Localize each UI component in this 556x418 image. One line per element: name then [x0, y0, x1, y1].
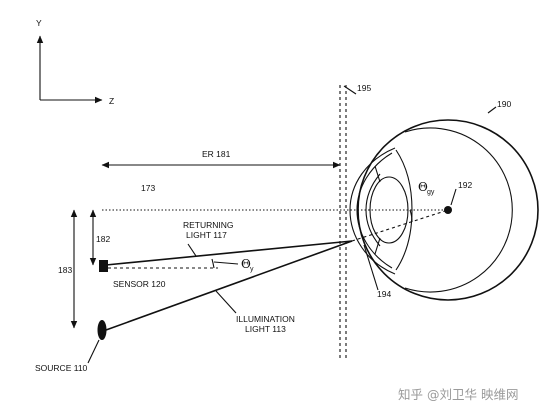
source-label: SOURCE 110 — [35, 363, 88, 373]
theta-y-sub: y — [250, 266, 254, 273]
center-label: 192 — [458, 180, 472, 190]
sensor-block — [99, 260, 108, 272]
illumination-leader — [215, 290, 237, 314]
z-axis-label: Z — [109, 96, 114, 106]
cornea-label: 194 — [377, 289, 391, 299]
theta-y-leader — [213, 261, 239, 265]
center-leader — [450, 188, 457, 206]
eye-center-dot — [444, 206, 452, 214]
theta-gy-sub: gy — [427, 189, 435, 196]
illumination-label-line2: LIGHT 113 — [245, 324, 286, 334]
line-173-label: 173 — [141, 183, 155, 193]
eye-relief-dimension: ER 181 — [101, 149, 341, 169]
theta-y-arc — [211, 258, 215, 269]
illumination-light: ILLUMINATION LIGHT 113 SOURCE 110 — [35, 240, 353, 373]
illumination-label-line1: ILLUMINATION — [236, 314, 295, 324]
light-source — [97, 320, 107, 340]
iris — [374, 165, 381, 255]
dim-183-label: 183 — [58, 265, 72, 275]
sensor-label: SENSOR 120 — [113, 279, 166, 289]
illumination-ray — [105, 240, 353, 331]
eyeball-inner-wall — [404, 127, 513, 293]
vertical-dimensions: 182 183 — [58, 209, 110, 329]
returning-label-line2: LIGHT 117 — [186, 230, 227, 240]
er-label: ER 181 — [202, 149, 231, 159]
watermark: 知乎 @刘卫华 映维网 — [398, 387, 518, 402]
eye-label: 190 — [497, 99, 511, 109]
gaze-dashed-line — [351, 209, 449, 242]
gaze-angle: Θ gy — [351, 180, 449, 242]
theta-y-symbol: Θ — [241, 257, 251, 271]
y-axis-label: Y — [36, 18, 42, 28]
plane-leader — [343, 85, 357, 95]
theta-gy-symbol: Θ — [418, 180, 428, 194]
eye: 190 192 194 — [349, 99, 539, 301]
dim-182-label: 182 — [96, 234, 110, 244]
returning-label-line1: RETURNING — [183, 220, 234, 230]
coordinate-axes: Y Z — [36, 18, 114, 106]
optical-axis-line: 173 — [102, 183, 445, 211]
gaze-angle-arc — [409, 209, 413, 223]
cornea — [349, 147, 396, 275]
plane-label: 195 — [357, 83, 371, 93]
returning-light: Θ y RETURNING LIGHT 117 SENSOR 120 — [99, 220, 353, 289]
source-leader — [87, 339, 100, 364]
reference-plane: 195 — [339, 83, 371, 358]
returning-leader — [187, 243, 197, 257]
returning-light-ray — [105, 240, 353, 266]
cornea-leader — [363, 244, 379, 291]
eye-leader — [487, 106, 497, 114]
ciliary — [395, 149, 413, 271]
